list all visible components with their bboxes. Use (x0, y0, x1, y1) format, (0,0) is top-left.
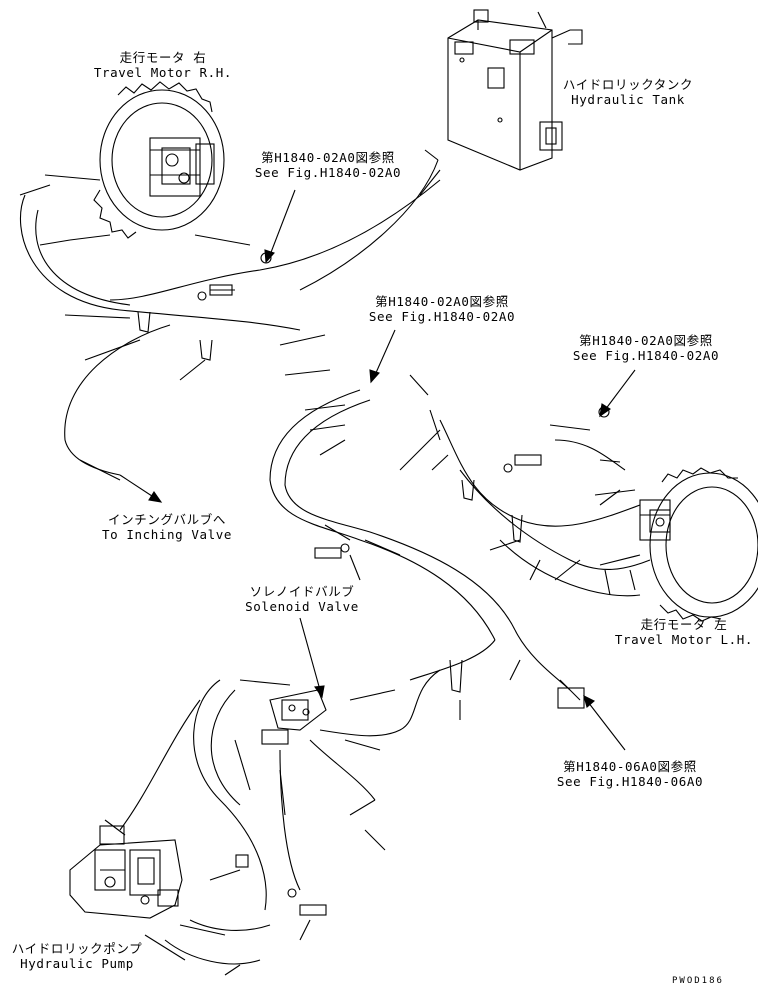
label-hydraulic-tank-en: Hydraulic Tank (571, 92, 685, 107)
label-hydraulic-tank-jp: ハイドロリックタンク (562, 77, 694, 92)
label-ref-fig-2: 第H1840-02A0図参照 See Fig.H1840-02A0 (362, 294, 522, 324)
label-travel-motor-rh-jp: 走行モータ 右 (119, 50, 207, 65)
bolts (197, 252, 610, 916)
label-ref-fig-1-en: See Fig.H1840-02A0 (254, 165, 402, 180)
label-hydraulic-pump: ハイドロリックポンプ Hydraulic Pump (2, 941, 152, 971)
solenoid-valve (261, 689, 327, 745)
hydraulic-tank (447, 9, 583, 171)
label-inching-valve: インチングバルブへ To Inching Valve (92, 512, 242, 542)
label-ref-fig-4: 第H1840-06A0図参照 See Fig.H1840-06A0 (550, 759, 710, 789)
label-hydraulic-tank: ハイドロリックタンク Hydraulic Tank (558, 77, 698, 107)
label-solenoid-valve: ソレノイドバルブ Solenoid Valve (232, 584, 372, 614)
callout-arrows (119, 189, 636, 751)
label-inching-valve-jp: インチングバルブへ (108, 512, 226, 527)
label-ref-fig-3-jp: 第H1840-02A0図参照 (579, 333, 713, 348)
label-ref-fig-2-en: See Fig.H1840-02A0 (368, 309, 516, 324)
clamps (137, 311, 585, 709)
travel-motor-rh (93, 81, 225, 239)
label-ref-fig-1: 第H1840-02A0図参照 See Fig.H1840-02A0 (248, 150, 408, 180)
label-travel-motor-rh: 走行モータ 右 Travel Motor R.H. (88, 50, 238, 80)
label-hydraulic-pump-jp: ハイドロリックポンプ (11, 941, 143, 956)
label-travel-motor-rh-en: Travel Motor R.H. (93, 65, 233, 80)
hydraulic-pump (69, 825, 183, 919)
label-inching-valve-en: To Inching Valve (101, 527, 232, 542)
label-ref-fig-2-jp: 第H1840-02A0図参照 (375, 294, 509, 309)
hose-lines (19, 159, 651, 965)
label-ref-fig-4-en: See Fig.H1840-06A0 (556, 774, 704, 789)
travel-motor-lh (639, 467, 758, 622)
label-hydraulic-pump-en: Hydraulic Pump (20, 956, 134, 971)
label-ref-fig-3-en: See Fig.H1840-02A0 (572, 348, 720, 363)
leader-lines (64, 169, 636, 976)
label-travel-motor-lh-jp: 走行モータ 左 (640, 617, 728, 632)
label-solenoid-valve-en: Solenoid Valve (245, 599, 359, 614)
label-solenoid-valve-jp: ソレノイドバルブ (249, 584, 355, 599)
label-ref-fig-3: 第H1840-02A0図参照 See Fig.H1840-02A0 (566, 333, 726, 363)
label-ref-fig-4-jp: 第H1840-06A0図参照 (563, 759, 697, 774)
label-travel-motor-lh: 走行モータ 左 Travel Motor L.H. (610, 617, 758, 647)
label-ref-fig-1-jp: 第H1840-02A0図参照 (261, 150, 395, 165)
drawing-code: PWOD186 (672, 976, 724, 986)
label-travel-motor-lh-en: Travel Motor L.H. (614, 632, 754, 647)
hose-fittings (19, 149, 641, 961)
